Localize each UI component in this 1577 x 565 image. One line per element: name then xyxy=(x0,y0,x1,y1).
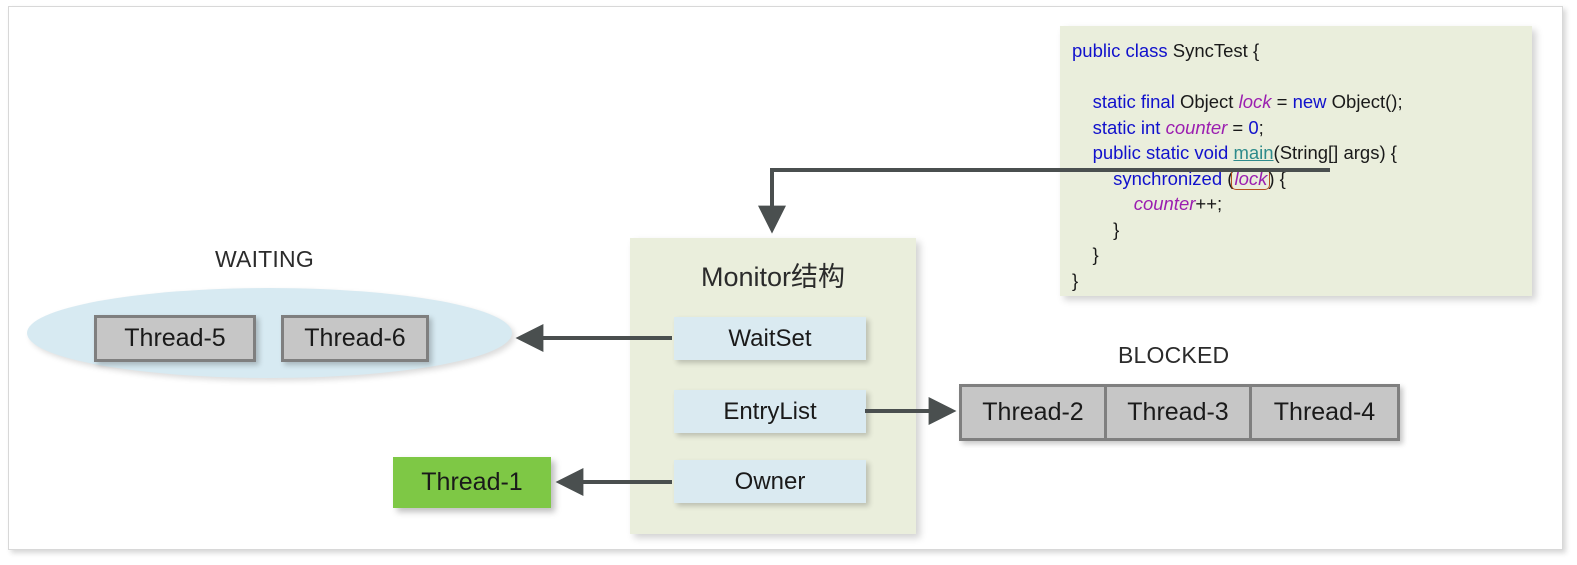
code-line-7: } xyxy=(1072,217,1518,243)
monitor-slot-entrylist[interactable]: EntryList xyxy=(674,390,866,433)
waiting-state-label: WAITING xyxy=(215,246,314,272)
code-token: public class xyxy=(1072,40,1173,61)
code-token xyxy=(1072,142,1093,163)
code-token: = xyxy=(1227,116,1249,138)
code-token: ++; xyxy=(1195,193,1223,214)
code-line-5: synchronized (lock) { xyxy=(1072,166,1518,192)
code-token: } xyxy=(1072,218,1120,240)
code-token xyxy=(1072,193,1134,214)
blocked-thread-3-cell[interactable]: Thread-3 xyxy=(1107,387,1252,438)
code-token: = xyxy=(1271,91,1293,112)
code-token: } xyxy=(1072,244,1099,265)
code-token: } xyxy=(1072,269,1079,291)
code-token xyxy=(1072,91,1093,112)
code-line-1 xyxy=(1072,64,1518,90)
code-line-2: static final Object lock = new Object(); xyxy=(1072,89,1518,115)
code-line-8: } xyxy=(1072,242,1518,268)
waiting-thread-5-box[interactable]: Thread-5 xyxy=(94,315,256,362)
code-token: static int xyxy=(1092,116,1166,138)
code-token: main xyxy=(1233,142,1274,163)
code-token: lock xyxy=(1231,167,1271,190)
code-token: new xyxy=(1292,91,1332,112)
waiting-thread-6-box[interactable]: Thread-6 xyxy=(281,315,429,362)
blocked-thread-2-cell[interactable]: Thread-2 xyxy=(962,387,1107,438)
code-token: lock xyxy=(1238,91,1272,112)
code-token: 0 xyxy=(1248,116,1259,138)
code-token: counter xyxy=(1165,116,1228,138)
code-token xyxy=(1072,168,1113,189)
monitor-title: Monitor结构 xyxy=(700,262,846,292)
blocked-queue: Thread-2 Thread-3 Thread-4 xyxy=(959,384,1400,441)
code-token: static final xyxy=(1092,91,1180,112)
code-line-9: } xyxy=(1072,268,1518,294)
code-token: Object(); xyxy=(1331,91,1403,112)
code-line-0: public class SyncTest { xyxy=(1072,38,1518,64)
code-line-3: static int counter = 0; xyxy=(1072,115,1518,141)
code-lines-container: public class SyncTest { static final Obj… xyxy=(1072,38,1518,293)
code-token: ) { xyxy=(1268,167,1286,189)
code-snippet-panel: public class SyncTest { static final Obj… xyxy=(1060,26,1532,296)
code-line-6: counter++; xyxy=(1072,191,1518,217)
owner-thread-1-box[interactable]: Thread-1 xyxy=(393,457,551,508)
monitor-slot-waitset[interactable]: WaitSet xyxy=(674,317,866,360)
blocked-thread-4-cell[interactable]: Thread-4 xyxy=(1273,398,1376,426)
code-line-4: public static void main(String[] args) { xyxy=(1072,140,1518,166)
blocked-state-label: BLOCKED xyxy=(1118,342,1230,368)
code-token: (String[] args) { xyxy=(1273,142,1397,163)
code-token: Object xyxy=(1179,91,1239,112)
code-token: counter xyxy=(1133,193,1196,214)
monitor-structure-panel: Monitor结构 WaitSet EntryList Owner xyxy=(630,238,916,534)
code-token xyxy=(1072,117,1093,138)
code-token: public static void xyxy=(1092,142,1234,163)
monitor-slot-owner[interactable]: Owner xyxy=(674,460,866,503)
code-token: SyncTest { xyxy=(1172,40,1260,61)
code-token: synchronized xyxy=(1113,167,1228,189)
code-token: ; xyxy=(1258,116,1264,138)
